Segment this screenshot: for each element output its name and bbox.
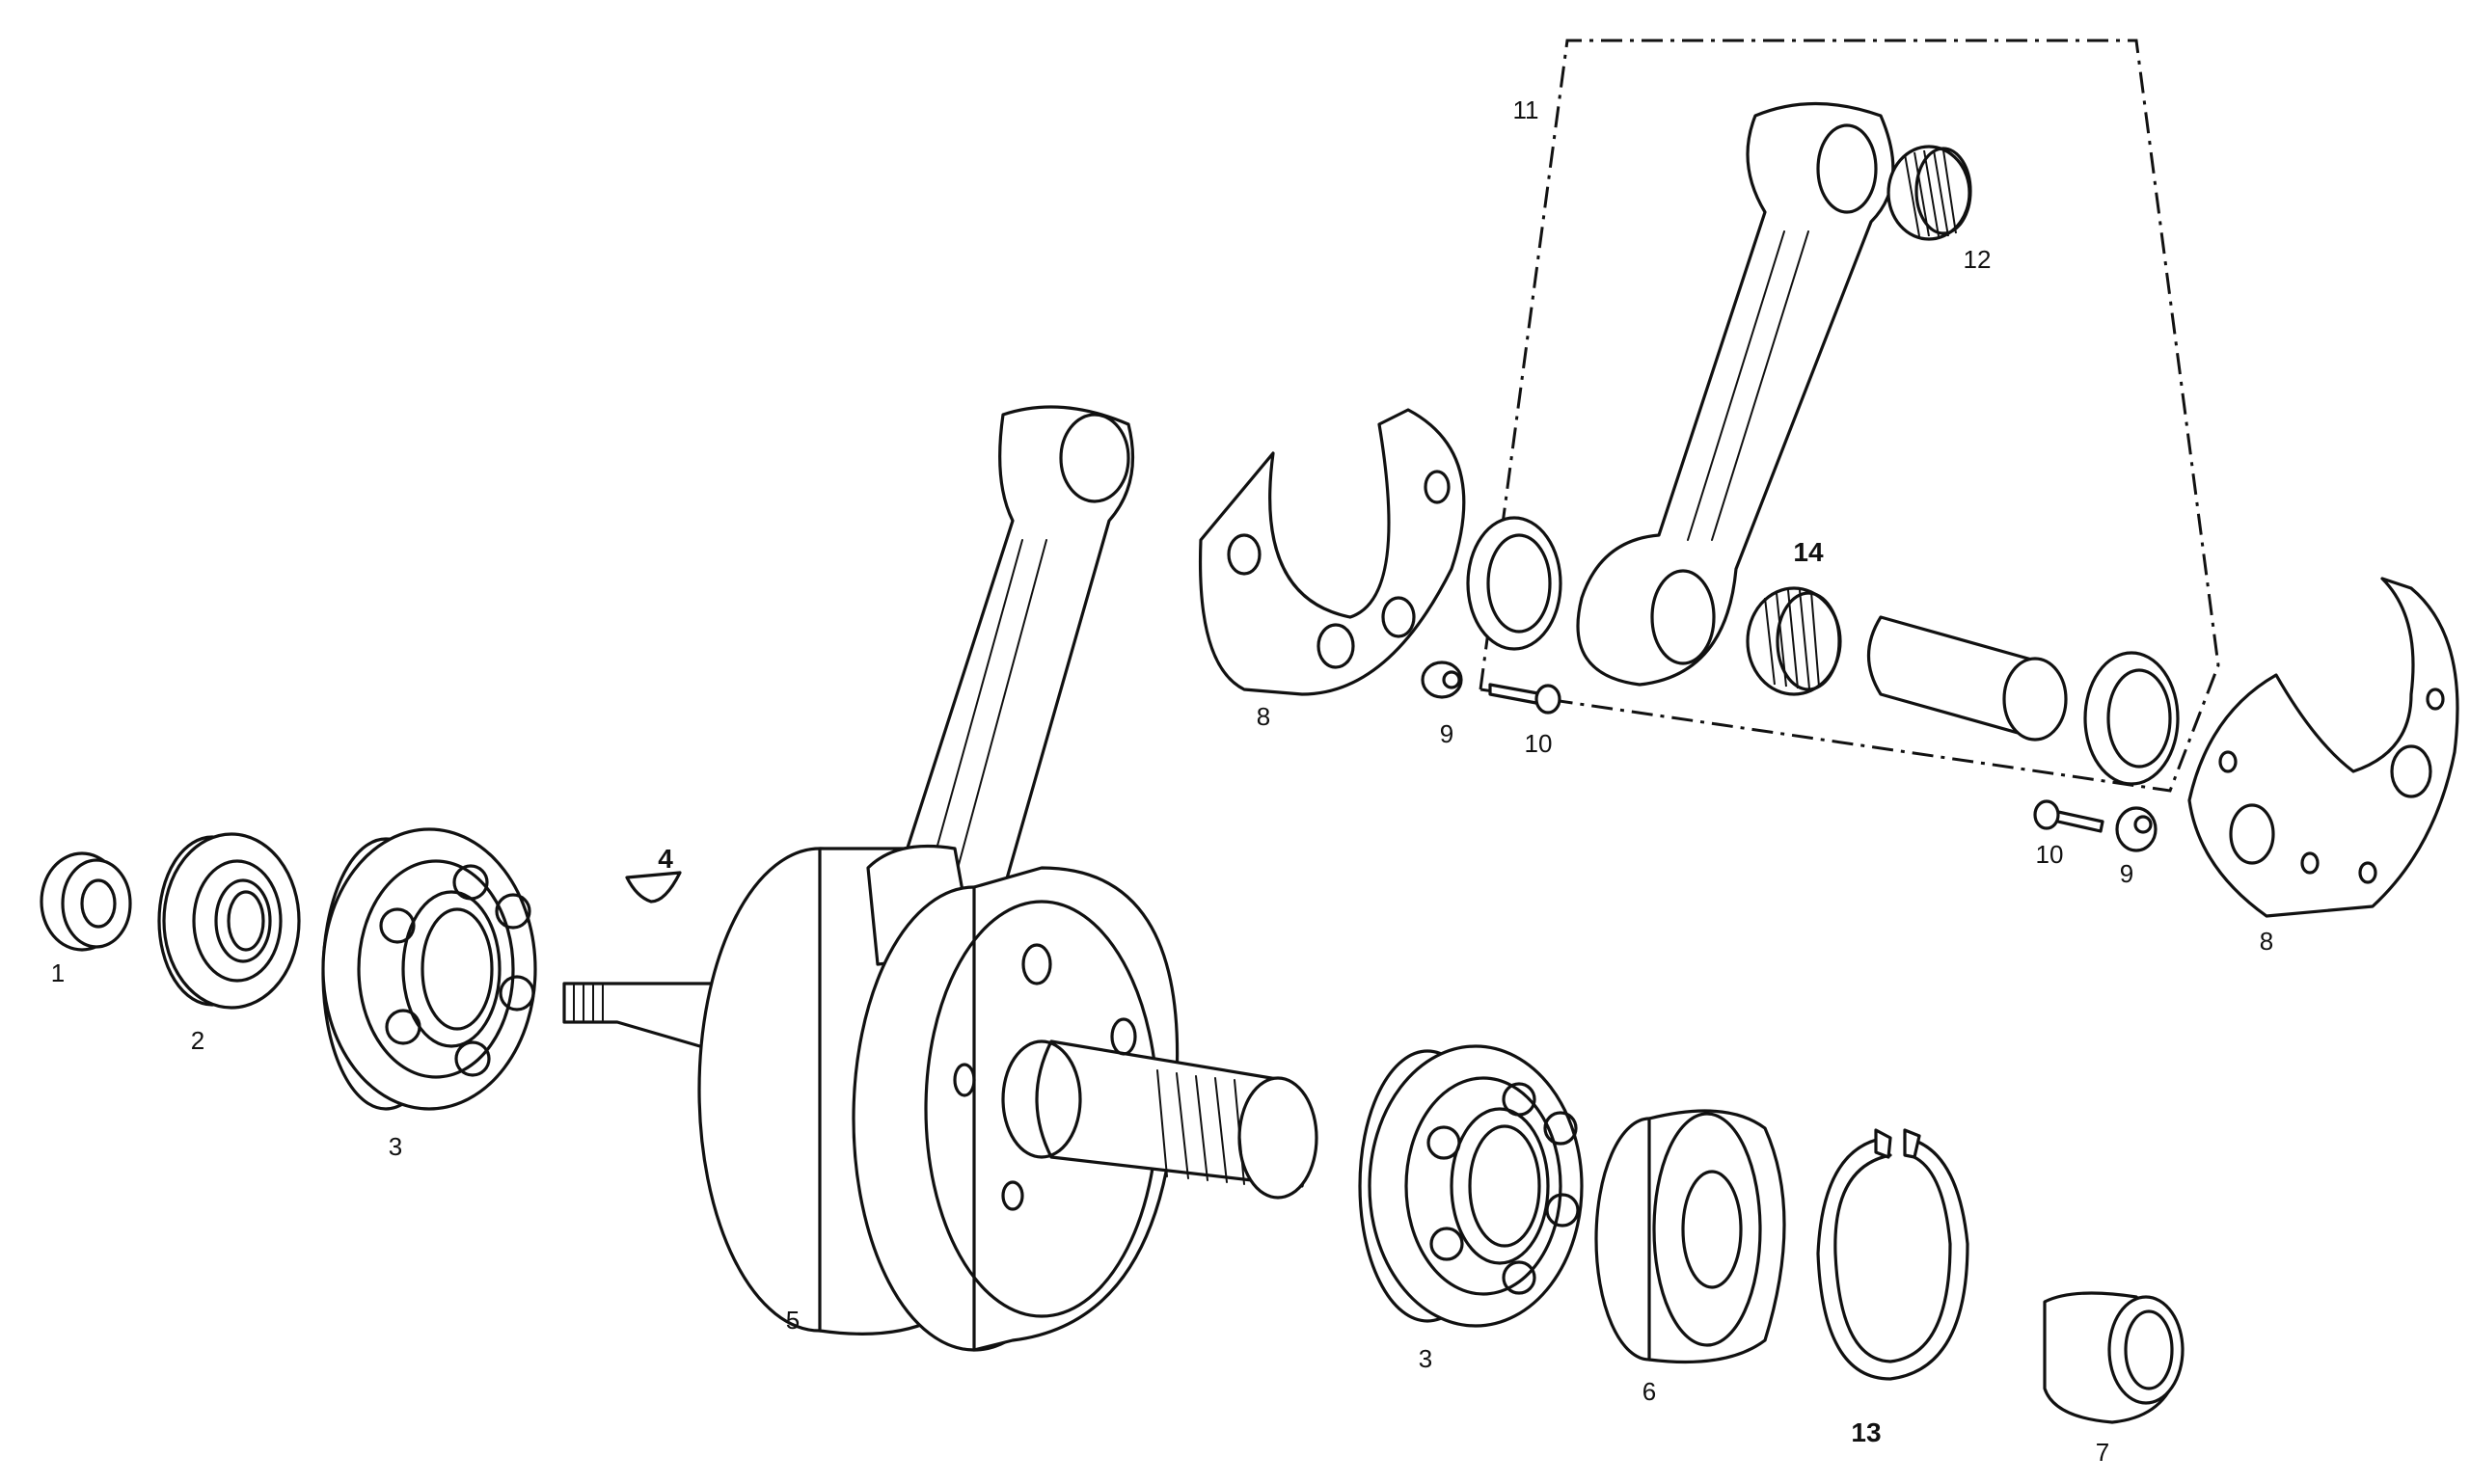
part-8-crank-web-upper (1198, 408, 1466, 696)
callout-8-upper: 8 (1257, 702, 1270, 731)
part-10-screw-upper (1488, 683, 1561, 715)
part-4-woodruff-key (625, 871, 682, 904)
part-10-screw-lower (2033, 799, 2104, 833)
part-9-washer-upper (1421, 661, 1463, 699)
callout-12: 12 (1964, 245, 1992, 274)
callout-10-upper: 10 (1525, 729, 1553, 758)
part-12-needle-bearing-small (1886, 145, 1972, 241)
part-1-nut (40, 851, 132, 952)
part-7-bushing (2043, 1291, 2185, 1424)
part-13-circlip (1816, 1128, 1969, 1381)
callout-7: 7 (2096, 1438, 2109, 1467)
callout-4: 4 (658, 844, 673, 874)
part-5-crankshaft (562, 405, 1318, 1352)
callout-3-left: 3 (389, 1132, 402, 1161)
kit-11-outline (1479, 39, 2220, 793)
kit-thrust-washer-left (1466, 516, 1562, 651)
callout-9-upper: 9 (1440, 719, 1453, 748)
callout-13: 13 (1851, 1417, 1881, 1447)
callout-6: 6 (1642, 1377, 1656, 1406)
callout-14: 14 (1793, 537, 1824, 567)
callout-9-lower: 9 (2120, 859, 2133, 888)
kit-crank-pin (1866, 615, 2068, 742)
part-2-oil-seal (157, 832, 301, 1010)
callout-3-right: 3 (1419, 1344, 1432, 1373)
kit-connecting-rod (1576, 101, 1895, 687)
callout-8-right: 8 (2260, 927, 2273, 956)
part-9-washer-lower (2115, 806, 2158, 852)
part-8-crank-web-right (2187, 577, 2459, 918)
callout-10-lower: 10 (2036, 840, 2064, 869)
callout-1: 1 (51, 958, 65, 987)
part-6-seal (1594, 1109, 1786, 1364)
callout-5: 5 (786, 1306, 800, 1335)
part-14-needle-bearing-big (1746, 586, 1842, 696)
kit-thrust-washer-right (2083, 651, 2180, 786)
part-3-bearing-right (1358, 1044, 1584, 1328)
part-3-bearing-left (321, 827, 537, 1111)
callout-2: 2 (191, 1026, 204, 1055)
callout-11: 11 (1513, 95, 1539, 124)
